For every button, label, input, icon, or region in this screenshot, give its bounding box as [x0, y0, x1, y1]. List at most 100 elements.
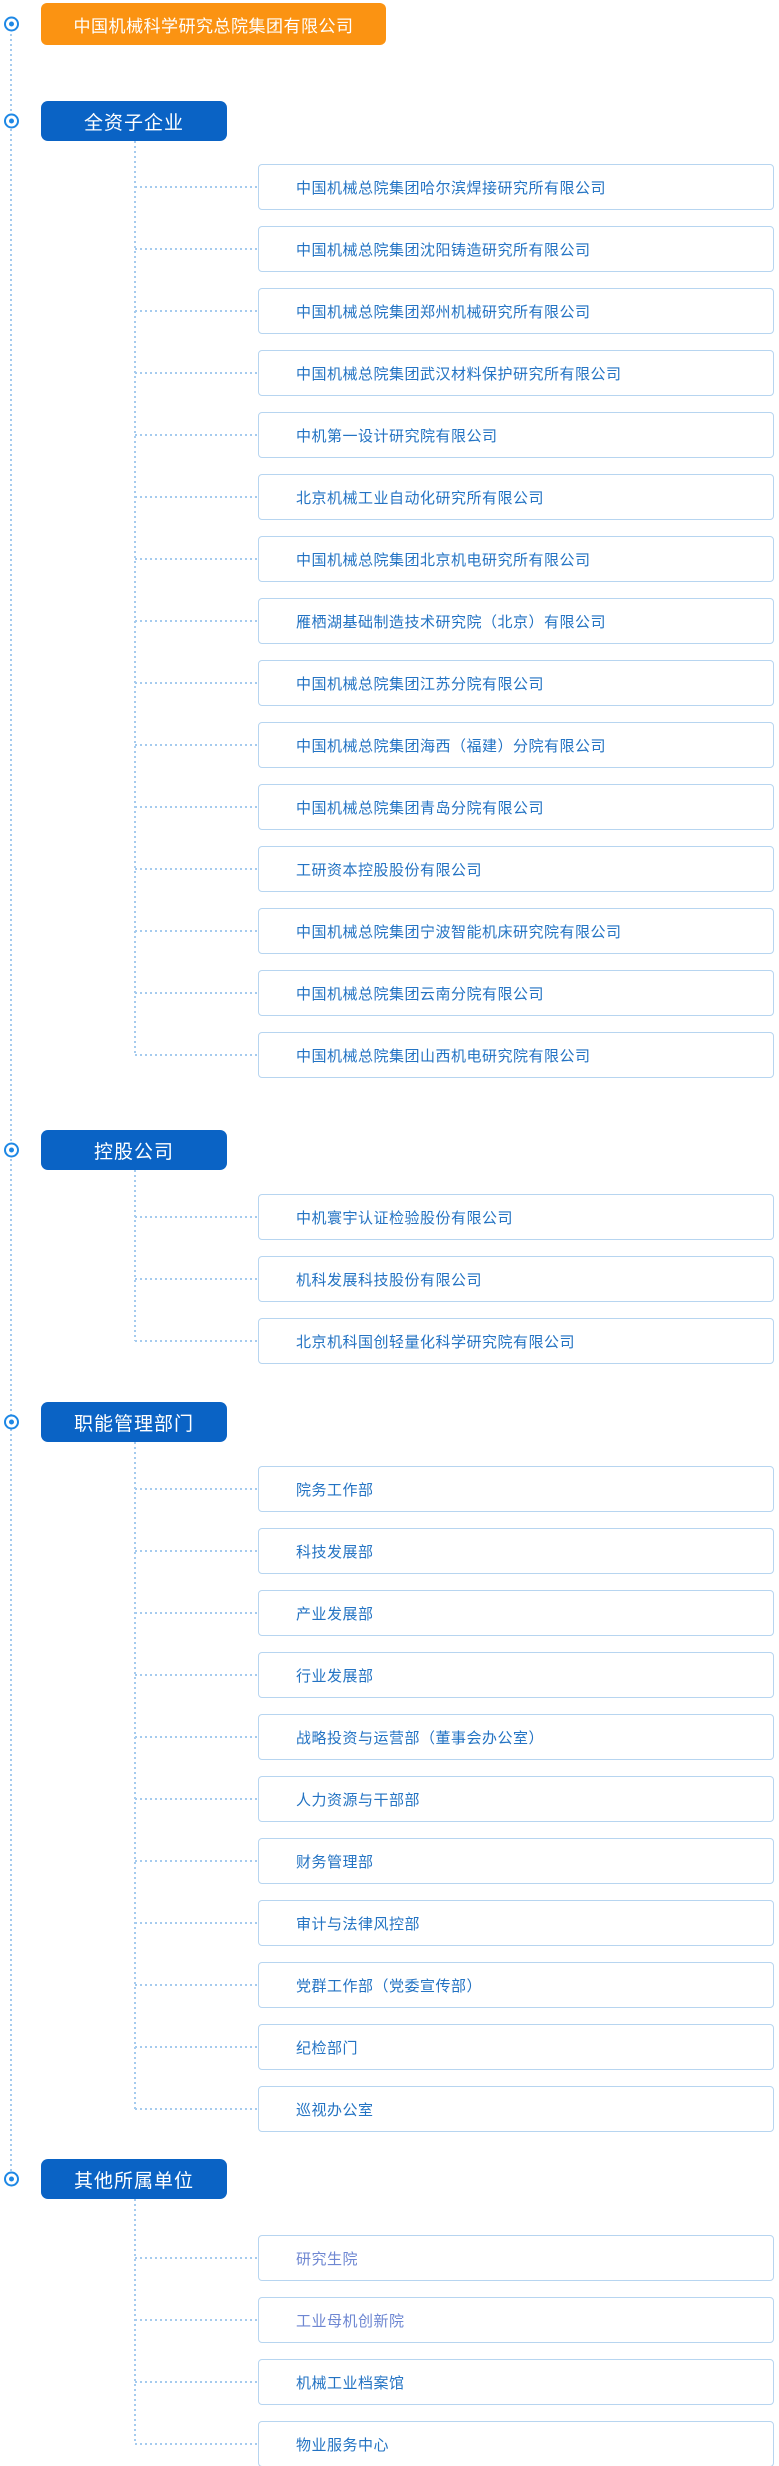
- child-row: 中国机械总院集团云南分院有限公司: [0, 970, 779, 1016]
- child-node[interactable]: 巡视办公室: [258, 2086, 774, 2132]
- connector-dotted-line: [135, 248, 258, 250]
- child-node[interactable]: 机械工业档案馆: [258, 2359, 774, 2405]
- connector-dotted-line: [135, 868, 258, 870]
- connector-dotted-line: [135, 1340, 258, 1342]
- child-row: 中国机械总院集团沈阳铸造研究所有限公司: [0, 226, 779, 272]
- child-node[interactable]: 中国机械总院集团江苏分院有限公司: [258, 660, 774, 706]
- child-row: 物业服务中心: [0, 2421, 779, 2466]
- connector-dotted-line: [135, 682, 258, 684]
- sections-container: 全资子企业 中国机械总院集团哈尔滨焊接研究所有限公司 中国机械总院集团沈阳铸造研…: [0, 101, 779, 2466]
- trunk-dotted-line: [10, 24, 12, 2180]
- child-row: 机械工业档案馆: [0, 2359, 779, 2405]
- bullet-dot: [9, 2176, 14, 2182]
- branch-dotted-line: [134, 1170, 136, 1341]
- connector-dotted-line: [135, 1550, 258, 1552]
- connector-dotted-line: [135, 992, 258, 994]
- org-section: 职能管理部门 院务工作部 科技发展部 产业发展部 行业发展部 战略投资与运营部（…: [0, 1402, 779, 2132]
- child-row: 科技发展部: [0, 1528, 779, 1574]
- bullet-dot: [9, 1419, 14, 1425]
- child-node[interactable]: 院务工作部: [258, 1466, 774, 1512]
- child-row: 中国机械总院集团郑州机械研究所有限公司: [0, 288, 779, 334]
- child-node[interactable]: 纪检部门: [258, 2024, 774, 2070]
- child-node[interactable]: 财务管理部: [258, 1838, 774, 1884]
- child-row: 北京机械工业自动化研究所有限公司: [0, 474, 779, 520]
- child-node[interactable]: 研究生院: [258, 2235, 774, 2281]
- child-node[interactable]: 机科发展科技股份有限公司: [258, 1256, 774, 1302]
- child-node[interactable]: 人力资源与干部部: [258, 1776, 774, 1822]
- root-company-node[interactable]: 中国机械科学研究总院集团有限公司: [41, 3, 386, 45]
- connector-dotted-line: [135, 1488, 258, 1490]
- child-row: 党群工作部（党委宣传部）: [0, 1962, 779, 2008]
- child-node[interactable]: 工业母机创新院: [258, 2297, 774, 2343]
- child-row: 雁栖湖基础制造技术研究院（北京）有限公司: [0, 598, 779, 644]
- connector-dotted-line: [135, 2443, 258, 2445]
- child-node[interactable]: 战略投资与运营部（董事会办公室）: [258, 1714, 774, 1760]
- child-row: 工业母机创新院: [0, 2297, 779, 2343]
- child-node[interactable]: 行业发展部: [258, 1652, 774, 1698]
- child-node[interactable]: 雁栖湖基础制造技术研究院（北京）有限公司: [258, 598, 774, 644]
- bullet-dot: [9, 21, 14, 27]
- connector-dotted-line: [135, 434, 258, 436]
- child-node[interactable]: 审计与法律风控部: [258, 1900, 774, 1946]
- child-row: 中国机械总院集团山西机电研究院有限公司: [0, 1032, 779, 1078]
- child-node[interactable]: 中国机械总院集团沈阳铸造研究所有限公司: [258, 226, 774, 272]
- children-list: 院务工作部 科技发展部 产业发展部 行业发展部 战略投资与运营部（董事会办公室）…: [0, 1442, 779, 2132]
- connector-dotted-line: [135, 620, 258, 622]
- child-row: 机科发展科技股份有限公司: [0, 1256, 779, 1302]
- child-row: 院务工作部: [0, 1466, 779, 1512]
- child-row: 中国机械总院集团海西（福建）分院有限公司: [0, 722, 779, 768]
- children-list: 研究生院 工业母机创新院 机械工业档案馆 物业服务中心: [0, 2199, 779, 2466]
- connector-dotted-line: [135, 1860, 258, 1862]
- category-node[interactable]: 全资子企业: [41, 101, 227, 141]
- radio-bullet-icon: [4, 1414, 19, 1430]
- child-node[interactable]: 中国机械总院集团海西（福建）分院有限公司: [258, 722, 774, 768]
- child-node[interactable]: 工研资本控股股份有限公司: [258, 846, 774, 892]
- category-row: 全资子企业: [4, 101, 227, 141]
- child-row: 人力资源与干部部: [0, 1776, 779, 1822]
- radio-bullet-icon: [4, 1142, 19, 1158]
- child-node[interactable]: 中国机械总院集团云南分院有限公司: [258, 970, 774, 1016]
- org-section: 其他所属单位 研究生院 工业母机创新院 机械工业档案馆 物业服务中心: [0, 2159, 779, 2466]
- connector-dotted-line: [135, 372, 258, 374]
- connector-dotted-line: [135, 1736, 258, 1738]
- child-node[interactable]: 物业服务中心: [258, 2421, 774, 2466]
- child-node[interactable]: 党群工作部（党委宣传部）: [258, 1962, 774, 2008]
- child-node[interactable]: 中机寰宇认证检验股份有限公司: [258, 1194, 774, 1240]
- child-node[interactable]: 中国机械总院集团宁波智能机床研究院有限公司: [258, 908, 774, 954]
- child-row: 巡视办公室: [0, 2086, 779, 2132]
- bullet-dot: [9, 118, 14, 124]
- child-row: 北京机科国创轻量化科学研究院有限公司: [0, 1318, 779, 1364]
- child-node[interactable]: 中国机械总院集团青岛分院有限公司: [258, 784, 774, 830]
- child-node[interactable]: 中国机械总院集团北京机电研究所有限公司: [258, 536, 774, 582]
- child-node[interactable]: 中国机械总院集团山西机电研究院有限公司: [258, 1032, 774, 1078]
- child-node[interactable]: 北京机械工业自动化研究所有限公司: [258, 474, 774, 520]
- child-node[interactable]: 产业发展部: [258, 1590, 774, 1636]
- branch-dotted-line: [134, 2199, 136, 2444]
- child-row: 行业发展部: [0, 1652, 779, 1698]
- child-node[interactable]: 北京机科国创轻量化科学研究院有限公司: [258, 1318, 774, 1364]
- child-node[interactable]: 科技发展部: [258, 1528, 774, 1574]
- category-node[interactable]: 其他所属单位: [41, 2159, 227, 2199]
- child-row: 审计与法律风控部: [0, 1900, 779, 1946]
- child-node[interactable]: 中国机械总院集团武汉材料保护研究所有限公司: [258, 350, 774, 396]
- connector-dotted-line: [135, 2319, 258, 2321]
- connector-dotted-line: [135, 744, 258, 746]
- child-node[interactable]: 中国机械总院集团哈尔滨焊接研究所有限公司: [258, 164, 774, 210]
- child-node[interactable]: 中国机械总院集团郑州机械研究所有限公司: [258, 288, 774, 334]
- child-row: 中国机械总院集团哈尔滨焊接研究所有限公司: [0, 164, 779, 210]
- connector-dotted-line: [135, 1612, 258, 1614]
- child-row: 中国机械总院集团武汉材料保护研究所有限公司: [0, 350, 779, 396]
- category-node[interactable]: 职能管理部门: [41, 1402, 227, 1442]
- connector-dotted-line: [135, 1674, 258, 1676]
- child-node[interactable]: 中机第一设计研究院有限公司: [258, 412, 774, 458]
- branch-dotted-line: [134, 1442, 136, 2109]
- connector-dotted-line: [135, 1984, 258, 1986]
- connector-dotted-line: [135, 2108, 258, 2110]
- connector-dotted-line: [135, 806, 258, 808]
- child-row: 产业发展部: [0, 1590, 779, 1636]
- radio-bullet-icon: [4, 113, 19, 129]
- category-node[interactable]: 控股公司: [41, 1130, 227, 1170]
- org-section: 控股公司 中机寰宇认证检验股份有限公司 机科发展科技股份有限公司 北京机科国创轻…: [0, 1130, 779, 1364]
- category-row: 职能管理部门: [4, 1402, 227, 1442]
